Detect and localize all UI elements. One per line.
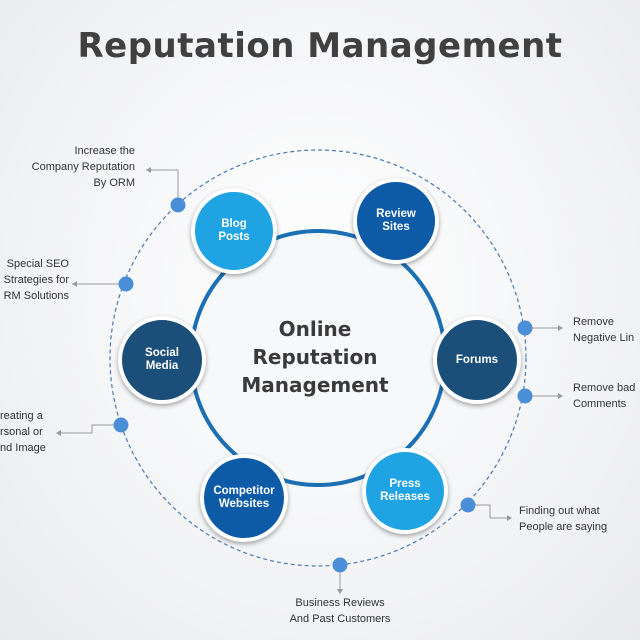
text-line: Special SEO [6,258,69,270]
text-line: Social [145,347,179,359]
node-forums: Forums [433,316,521,404]
connector-creating [60,424,121,434]
text-line: Company Reputation [31,161,135,173]
dot-creating [113,417,129,433]
center-label-line: Online [278,317,352,341]
note-seo-strategies: Special SEO Strategies for RM Solutions [4,256,69,304]
node-label: Forums [456,354,498,367]
text-line: Posts [218,231,250,243]
dot-business [332,557,348,573]
arrow-creating [56,430,61,436]
arrow-seo [72,281,77,287]
arrow-finding [507,515,512,521]
connector-finding [468,504,510,519]
text-line: Forums [455,353,499,366]
text-line: Websites [218,498,270,510]
connector-increase [146,169,179,205]
dot-seo [118,276,134,292]
text-line: rsonal or [0,426,43,438]
text-line: Press [389,478,421,490]
arrow-remove-bad [558,393,563,399]
text-line: reating a [0,410,43,422]
dot-remove-neg [517,320,533,336]
center-label-line: Reputation [252,345,378,369]
text-line: RM Solutions [3,290,69,302]
dot-finding [460,497,476,513]
text-line: Strategies for [3,274,69,286]
ring-dots [113,197,533,573]
dot-remove-bad [517,388,533,404]
text-line: Releases [380,491,430,503]
text-line: Media [145,360,179,372]
arrow-increase [146,167,151,173]
center-label: Online Reputation Management [210,315,420,399]
text-line: Business Reviews [295,597,385,609]
text-line: Increase the [74,145,135,157]
text-line: Remove [573,316,614,328]
page-title: Reputation Management [77,26,563,66]
arrow-business [337,589,343,594]
arrow-remove-neg [558,325,563,331]
text-line: Review [376,208,416,220]
center-label-line: Management [241,373,389,397]
outer-dashed-ring [109,149,527,567]
connector-arrows [56,167,563,594]
text-line: People are saying [519,521,608,533]
text-line: nd Image [0,442,46,454]
text-line: Finding out what [519,505,600,517]
text-line: Sites [382,221,410,233]
text-line: Blog [221,218,247,230]
note-creating-image: reating a rsonal or nd Image [0,408,46,456]
text-line: And Past Customers [289,613,391,625]
text-line: Competitor [213,485,275,497]
text-line: By ORM [93,177,135,189]
dot-increase [170,197,186,213]
text-line: Remove bad [573,382,636,394]
text-line: Comments [573,398,627,410]
text-line: Negative Lin [573,332,635,344]
